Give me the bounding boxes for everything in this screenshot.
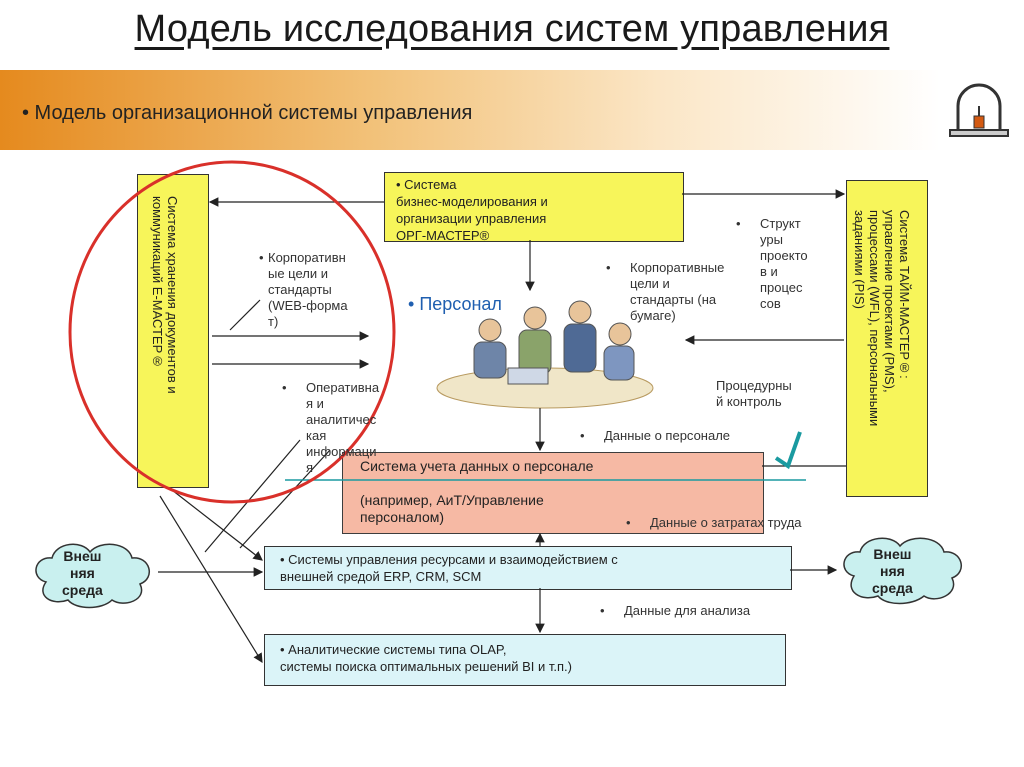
highlight-circle bbox=[68, 160, 396, 504]
erp-box-text: Системы управления ресурсами и взаимодей… bbox=[280, 551, 618, 585]
personnel-data-system-box bbox=[342, 452, 764, 534]
label-labor-cost-text: Данные о затратах труда bbox=[650, 515, 802, 530]
left-box-text: Система хранения документов и коммуникац… bbox=[150, 196, 180, 394]
label-corporate-paper-text: Корпоративные цели и стандарты (на бумаг… bbox=[630, 260, 725, 323]
label-corporate-web-text: Корпоративн ые цели и стандарты (WEB-фор… bbox=[268, 250, 348, 329]
olap-box-text: Аналитические системы типа OLAP, системы… bbox=[280, 641, 572, 675]
label-corporate-paper: •Корпоративные цели и стандарты (на бума… bbox=[606, 260, 725, 323]
external-environment-cloud-left bbox=[35, 543, 150, 609]
page-title: Модель исследования систем управления bbox=[134, 8, 890, 50]
label-labor-cost: •Данные о затратах труда bbox=[626, 515, 802, 530]
label-structures-text: Структ уры проекто в и процес сов bbox=[760, 216, 808, 311]
bell-jar-icon bbox=[949, 83, 1009, 137]
label-personnel-data-text: Данные о персонале bbox=[604, 428, 731, 443]
label-operative-text: Оперативна я и аналитичес кая информаци … bbox=[306, 380, 380, 475]
personnel-group-image bbox=[436, 300, 654, 409]
label-structures: •Структ уры проекто в и процес сов bbox=[736, 216, 808, 311]
accent-arrow-icon bbox=[774, 431, 802, 470]
cloud-right-text: Внеш няя среда bbox=[872, 546, 913, 596]
external-environment-cloud-right bbox=[843, 537, 962, 605]
personnel-label-text: Персонал bbox=[419, 294, 502, 314]
top-box-text: Система бизнес-моделирования и организац… bbox=[396, 176, 548, 244]
document-storage-system-box bbox=[137, 174, 209, 488]
cloud-left-text: Внеш няя среда bbox=[62, 548, 103, 598]
time-master-system-box bbox=[846, 180, 928, 497]
label-analysis-data: •Данные для анализа bbox=[600, 603, 751, 618]
slide-subtitle: • Модель организационной системы управле… bbox=[22, 102, 473, 124]
label-analysis-data-text: Данные для анализа bbox=[624, 603, 751, 618]
label-operative: •Оперативна я и аналитичес кая информаци… bbox=[282, 380, 380, 475]
label-corporate-web: •Корпоративн ые цели и стандарты (WEB-фо… bbox=[259, 250, 348, 329]
label-procedural: Процедурны й контроль bbox=[716, 378, 792, 410]
right-box-text: Система ТАЙМ-МАСТЕР®: управление проекта… bbox=[852, 210, 912, 427]
personnel-label: • Персонал bbox=[408, 294, 502, 314]
pink-box-text: Система учета данных о персонале (наприм… bbox=[360, 458, 594, 525]
label-personnel-data: •Данные о персонале bbox=[580, 428, 731, 443]
label-procedural-text: Процедурны й контроль bbox=[716, 378, 792, 409]
header-band bbox=[0, 70, 940, 150]
